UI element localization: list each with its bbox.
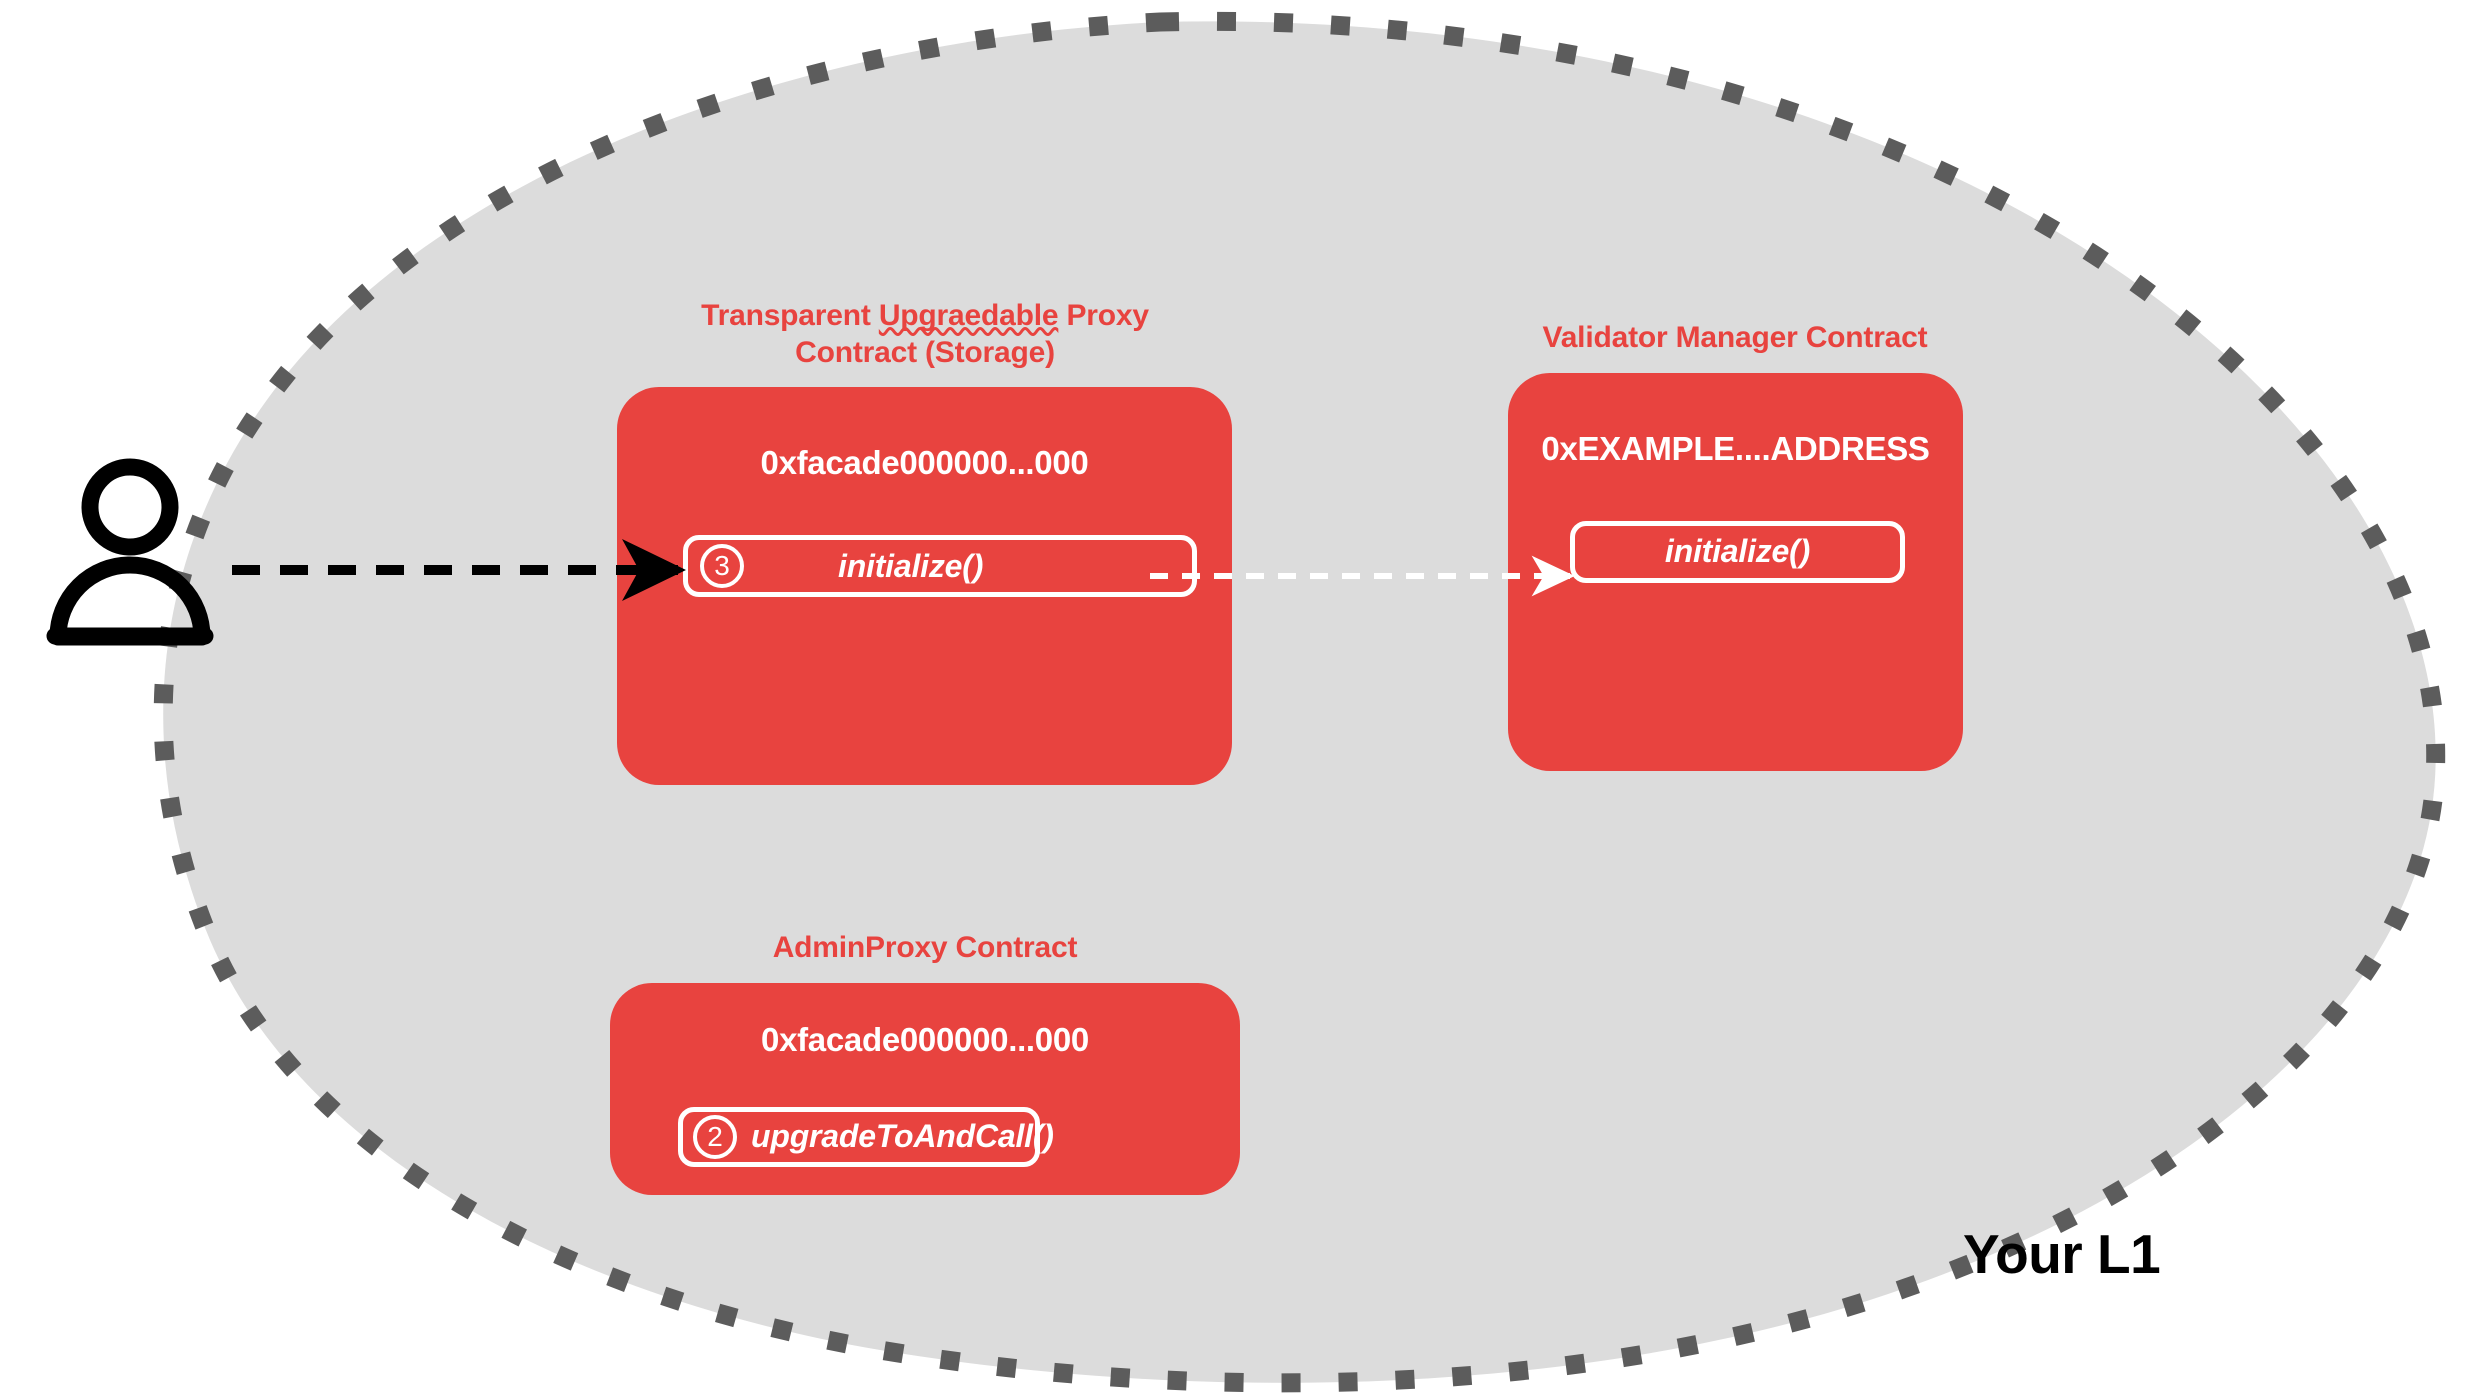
function-pill-initialize-validator-manager[interactable]: initialize() [1570,520,1905,583]
step-badge-2: 2 [693,1114,737,1159]
contract-card-admin-proxy[interactable]: 0xfacade000000...000 2 upgradeToAndCall(… [610,982,1240,1195]
contract-card-proxy[interactable]: 0xfacade000000...000 3 initialize() [617,387,1232,786]
contract-title-validator-manager: Validator Manager Contract [1542,321,1928,354]
contract-transparent-upgradeable-proxy: Transparent Upgraedable Proxy Contract (… [555,298,1295,786]
misspelled-word: Upgraedable [878,299,1059,332]
function-label-upgrade-to-and-call: upgradeToAndCall() [751,1118,1054,1155]
contract-validator-manager: Validator Manager Contract 0xEXAMPLE....… [1445,320,2025,771]
function-pill-upgrade-to-and-call[interactable]: 2 upgradeToAndCall() [678,1106,1054,1167]
contract-address-proxy: 0xfacade000000...000 [760,444,1089,482]
contract-address-validator-manager: 0xEXAMPLE....ADDRESS [1541,429,1930,467]
contract-address-admin-proxy: 0xfacade000000...000 [761,1020,1089,1058]
function-label-initialize: initialize() [1664,533,1811,570]
function-pill-initialize-proxy[interactable]: 3 initialize() [683,535,1197,598]
region-label-your-l1: Your L1 [1963,1223,2161,1285]
function-label-initialize: initialize() [838,547,984,584]
contract-title-proxy: Transparent Upgraedable Proxy Contract (… [701,299,1149,369]
person-icon [46,458,214,646]
contract-admin-proxy: AdminProxy Contract 0xfacade000000...000… [555,930,1295,1195]
contract-card-validator-manager[interactable]: 0xEXAMPLE....ADDRESS initialize() [1508,372,1963,771]
step-badge-3: 3 [700,544,744,589]
contract-title-admin-proxy: AdminProxy Contract [772,931,1078,964]
l1-region-fill [163,21,2436,1383]
